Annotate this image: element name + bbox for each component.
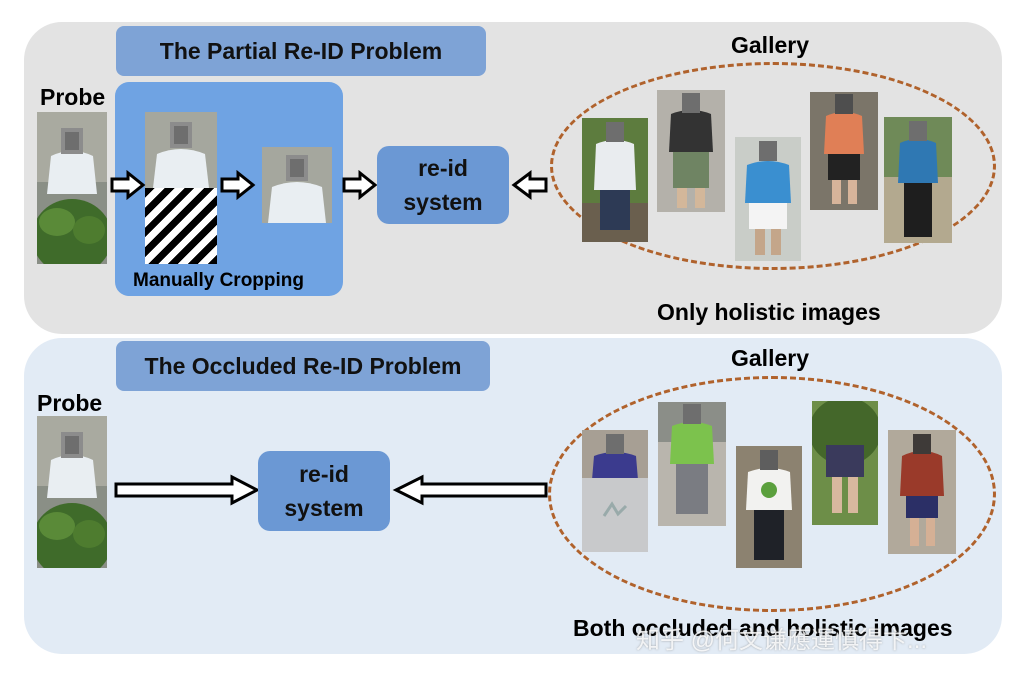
reid-system-box: re-id system [258, 451, 390, 531]
gallery-image [888, 430, 956, 554]
occlusion-hatch-pattern [145, 188, 217, 264]
arrow-right-icon [114, 474, 260, 506]
reid-system-line2: system [403, 189, 483, 215]
gallery-image [735, 137, 801, 261]
arrow-left-icon [511, 170, 548, 200]
reid-system-box: re-id system [377, 146, 509, 224]
gallery-caption: Both occluded and holistic images [573, 615, 953, 641]
gallery-dashed-ellipse [550, 62, 996, 270]
arrow-right-icon [110, 170, 146, 200]
gallery-image [884, 117, 952, 243]
gallery-dashed-ellipse [548, 376, 996, 612]
probe-upper-body-image [145, 112, 217, 188]
reid-system-line1: re-id [418, 155, 468, 181]
arrow-right-icon [220, 170, 256, 200]
partial-reid-title: The Partial Re-ID Problem [116, 26, 486, 76]
occluded-reid-title: The Occluded Re-ID Problem [116, 341, 490, 391]
arrow-left-icon [392, 474, 548, 506]
gallery-image [736, 446, 802, 568]
probe-image [37, 112, 107, 264]
manual-cropping-label: Manually Cropping [133, 270, 304, 291]
cropped-probe-image [262, 147, 332, 223]
reid-system-line2: system [284, 495, 364, 521]
gallery-image [812, 401, 878, 525]
watermark: 知乎 @何文谦應運慎得卞... [636, 627, 928, 654]
gallery-label: Gallery [731, 32, 809, 58]
gallery-image [582, 118, 648, 242]
reid-system-line1: re-id [299, 461, 349, 487]
gallery-image [658, 402, 726, 526]
gallery-image [657, 90, 725, 212]
gallery-caption: Only holistic images [657, 299, 881, 325]
probe-label: Probe [40, 84, 106, 110]
probe-image [37, 416, 107, 568]
probe-label: Probe [37, 390, 103, 416]
arrow-right-icon [342, 170, 378, 200]
gallery-label: Gallery [731, 345, 809, 371]
gallery-image [582, 430, 648, 552]
gallery-image [810, 92, 878, 210]
